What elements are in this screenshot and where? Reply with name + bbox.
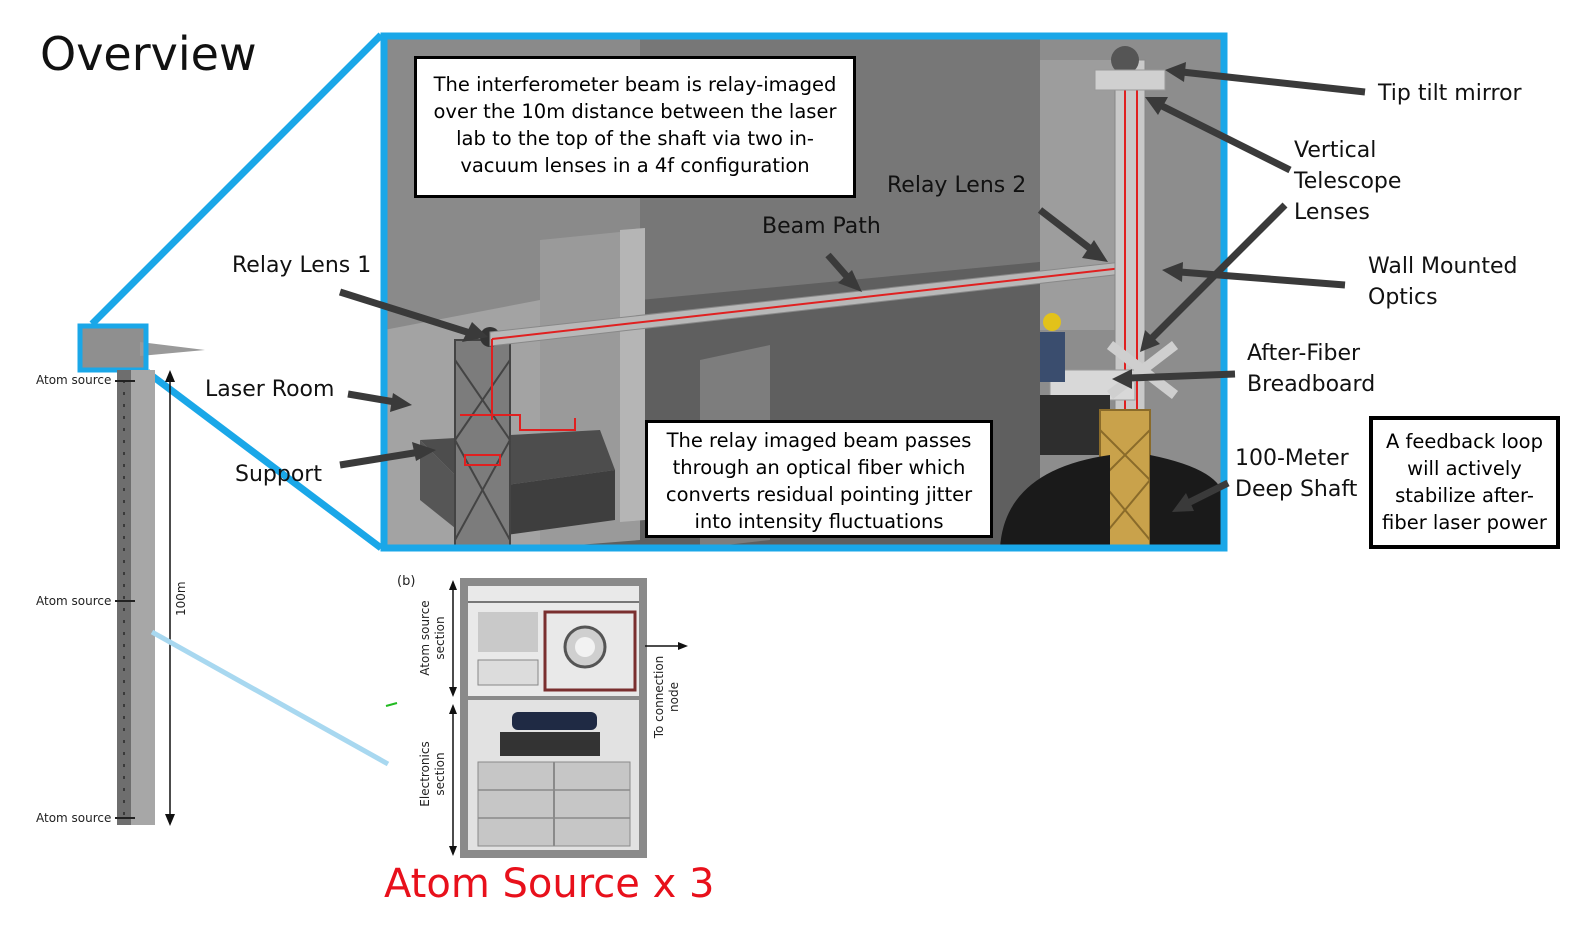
height-dimension-arrow bbox=[165, 370, 175, 826]
atom-source-label-top: Atom source bbox=[36, 373, 112, 387]
top-building-thumbnail bbox=[80, 326, 146, 370]
label-electronics-section: Electronics section bbox=[418, 741, 447, 807]
label-beam-path: Beam Path bbox=[762, 214, 881, 239]
label-after-fiber-breadboard: After-Fiber Breadboard bbox=[1247, 341, 1376, 397]
height-label: 100m bbox=[174, 581, 188, 616]
atom-source-caption: Atom Source x 3 bbox=[384, 861, 715, 907]
zoom-connector-top bbox=[89, 32, 384, 327]
callout-relay-imaging: The interferometer beam is relay-imaged … bbox=[414, 56, 856, 198]
zoom-highlight-box bbox=[77, 323, 149, 373]
atom-source-connector bbox=[150, 629, 390, 767]
label-atom-source-section: Atom source section bbox=[418, 600, 447, 676]
atom-source-panel-drawing bbox=[460, 578, 647, 858]
label-to-connection-node: To connection node bbox=[652, 655, 681, 739]
label-vertical-telescope-lenses: Vertical Telescope Lenses bbox=[1294, 138, 1402, 225]
callout-optical-fiber: The relay imaged beam passes through an … bbox=[645, 420, 993, 538]
label-relay-lens-1: Relay Lens 1 bbox=[232, 253, 372, 278]
shaft-column bbox=[115, 370, 155, 825]
zoom-connector-bottom bbox=[144, 369, 384, 551]
label-deep-shaft: 100-Meter Deep Shaft bbox=[1235, 446, 1358, 502]
annotation-arrows bbox=[338, 62, 1366, 512]
label-wall-mounted-optics: Wall Mounted Optics bbox=[1368, 254, 1518, 310]
atom-source-label-middle: Atom source bbox=[36, 594, 112, 608]
label-support: Support bbox=[235, 462, 322, 487]
section-dimension-arrows bbox=[449, 580, 688, 856]
label-tip-tilt-mirror: Tip tilt mirror bbox=[1378, 81, 1522, 106]
panel-tag: (b) bbox=[397, 574, 416, 589]
main-render-border bbox=[380, 32, 1228, 552]
label-relay-lens-2: Relay Lens 2 bbox=[887, 173, 1027, 198]
callout-feedback-loop: A feedback loop will actively stabilize … bbox=[1369, 416, 1560, 549]
atom-source-label-bottom: Atom source bbox=[36, 811, 112, 825]
green-tick bbox=[385, 702, 398, 707]
page-title: Overview bbox=[40, 27, 257, 81]
label-laser-room: Laser Room bbox=[205, 377, 335, 402]
